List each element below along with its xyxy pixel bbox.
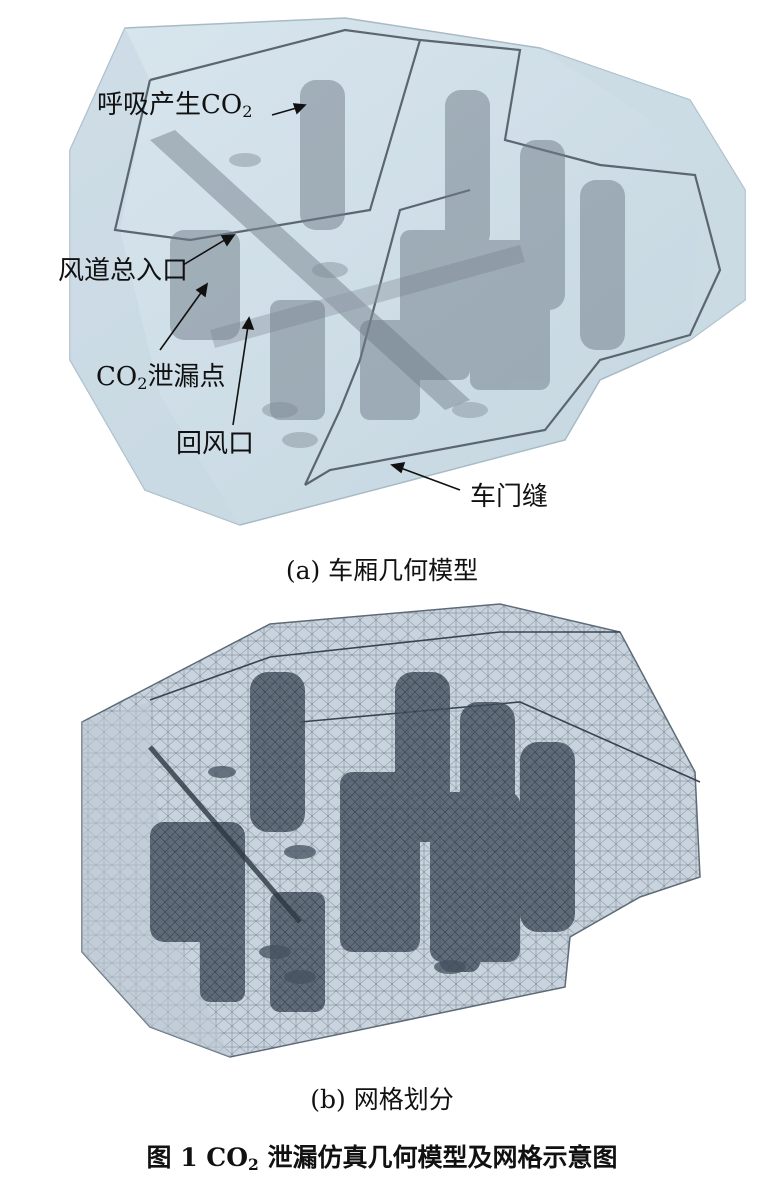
mesh-duct	[148, 745, 302, 924]
label-co2-leak-point: CO2泄漏点	[96, 362, 226, 394]
cabin-mesh-illustration	[81, 603, 701, 1058]
label-return-air: 回风口	[176, 429, 255, 459]
caption-panel-b: (b) 网格划分	[310, 1085, 454, 1114]
window-frame-rear	[304, 38, 722, 486]
cabin-geometry-illustration	[69, 17, 746, 526]
label-duct-inlet: 风道总入口	[58, 256, 189, 286]
mesh-roof-edge	[149, 631, 620, 701]
figure-caption: 图 1 CO2 泄漏仿真几何模型及网格示意图	[146, 1143, 618, 1174]
caption-panel-a: (a) 车厢几何模型	[285, 556, 479, 585]
mesh-window-line	[299, 701, 701, 783]
label-breath-co2: 呼吸产生CO2	[97, 90, 253, 122]
window-frame-front	[113, 28, 422, 242]
cabin-side-face	[70, 28, 240, 525]
label-door-gap: 车门缝	[470, 482, 549, 512]
figure-panel-b	[0, 592, 764, 1084]
annotation-arrows	[159, 103, 461, 491]
figure-panel-a: 呼吸产生CO2 风道总入口 CO2泄漏点 回风口 车门缝	[0, 0, 764, 535]
mesh-seat-bases	[208, 766, 466, 984]
mesh-seats	[150, 672, 575, 1012]
seat-bases	[229, 153, 488, 448]
seat-group	[170, 80, 625, 420]
cabin-rear-face	[540, 48, 745, 340]
